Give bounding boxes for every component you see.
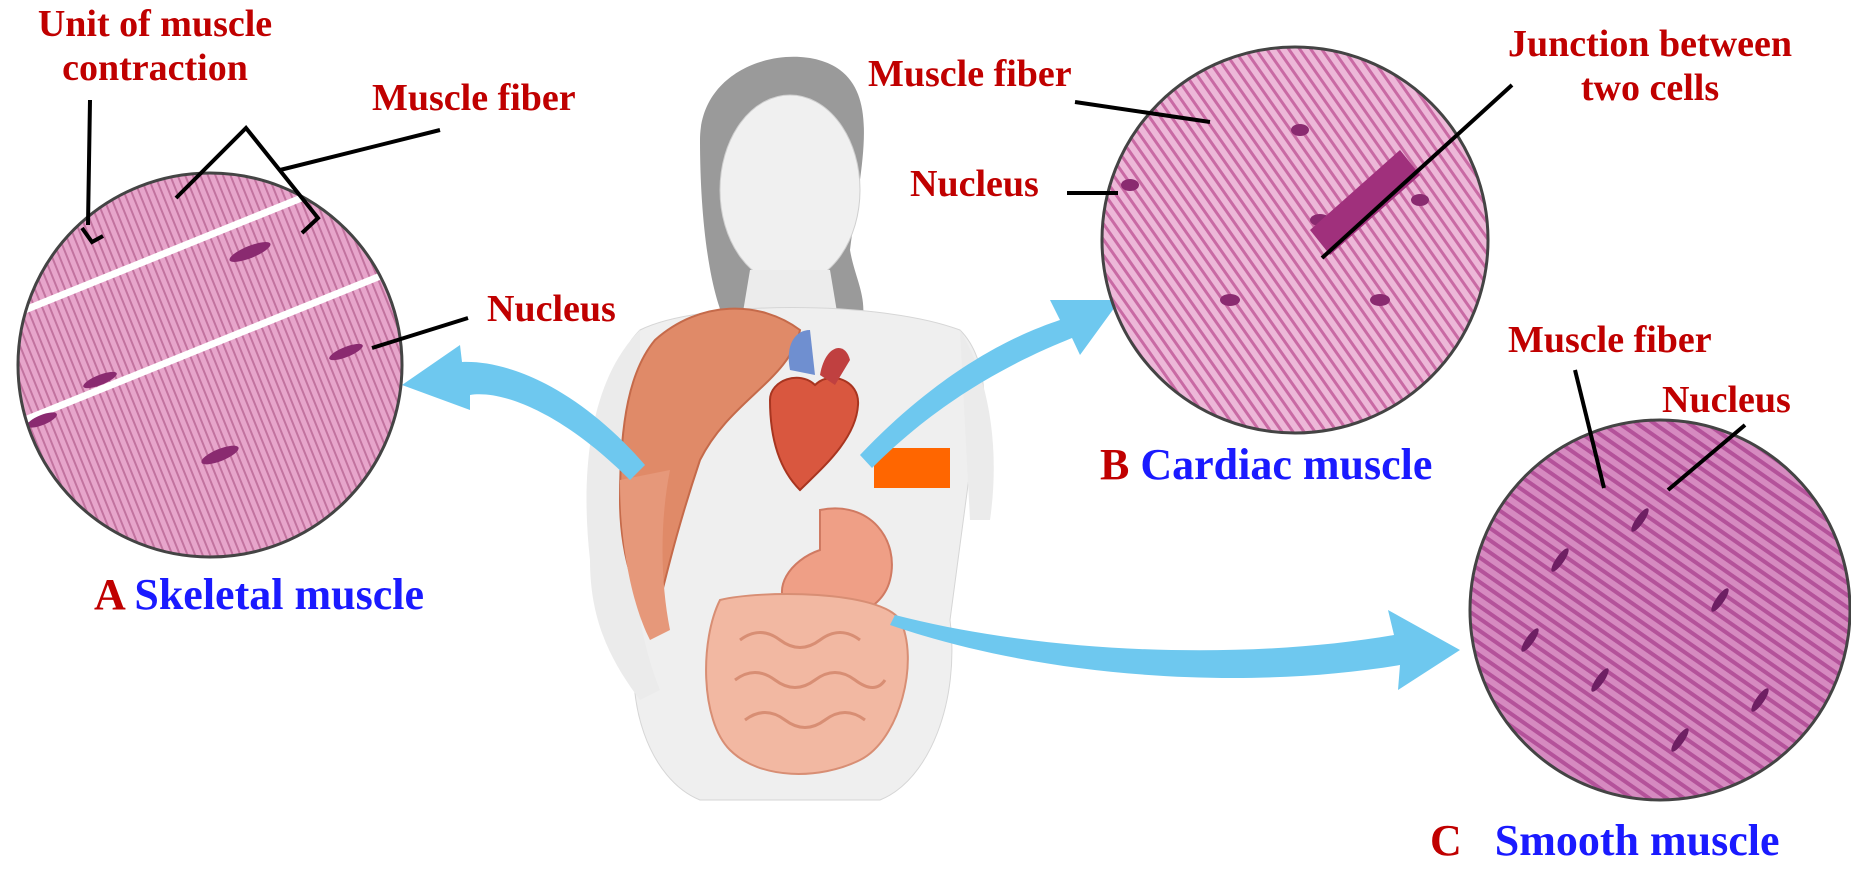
- arrow-to-smooth: [890, 610, 1460, 690]
- caption-smooth: C Smooth muscle: [1430, 816, 1780, 866]
- cardiac-fiber-label: Muscle fiber: [868, 52, 1072, 96]
- caption-smooth-letter: C: [1430, 816, 1462, 865]
- junction-line-1: Junction between: [1480, 22, 1820, 66]
- unit-of-contraction-label: Unit of muscle contraction: [20, 2, 290, 90]
- unit-of-contraction-line-1: Unit of muscle: [20, 2, 290, 46]
- junction-label: Junction between two cells: [1480, 22, 1820, 110]
- skeletal-nucleus-label: Nucleus: [487, 287, 616, 331]
- caption-skeletal: A Skeletal muscle: [94, 570, 424, 620]
- smooth-tissue-circle: [1470, 420, 1850, 800]
- caption-cardiac-letter: B: [1100, 440, 1129, 489]
- skeletal-tissue-circle: [0, 150, 420, 557]
- junction-line-2: two cells: [1480, 66, 1820, 110]
- unit-of-contraction-line-2: contraction: [20, 46, 290, 90]
- caption-skeletal-letter: A: [94, 570, 123, 619]
- face: [720, 95, 860, 285]
- smooth-fiber-label: Muscle fiber: [1508, 318, 1712, 362]
- skeletal-fiber-label: Muscle fiber: [372, 76, 576, 120]
- caption-skeletal-name: Skeletal muscle: [134, 570, 424, 619]
- caption-smooth-name: Smooth muscle: [1495, 816, 1780, 865]
- cardiac-nucleus-label: Nucleus: [910, 162, 1039, 206]
- caption-cardiac: B Cardiac muscle: [1100, 440, 1432, 490]
- smooth-nucleus-label: Nucleus: [1662, 378, 1791, 422]
- cardiac-tissue-circle: [1102, 47, 1488, 433]
- caption-cardiac-name: Cardiac muscle: [1140, 440, 1432, 489]
